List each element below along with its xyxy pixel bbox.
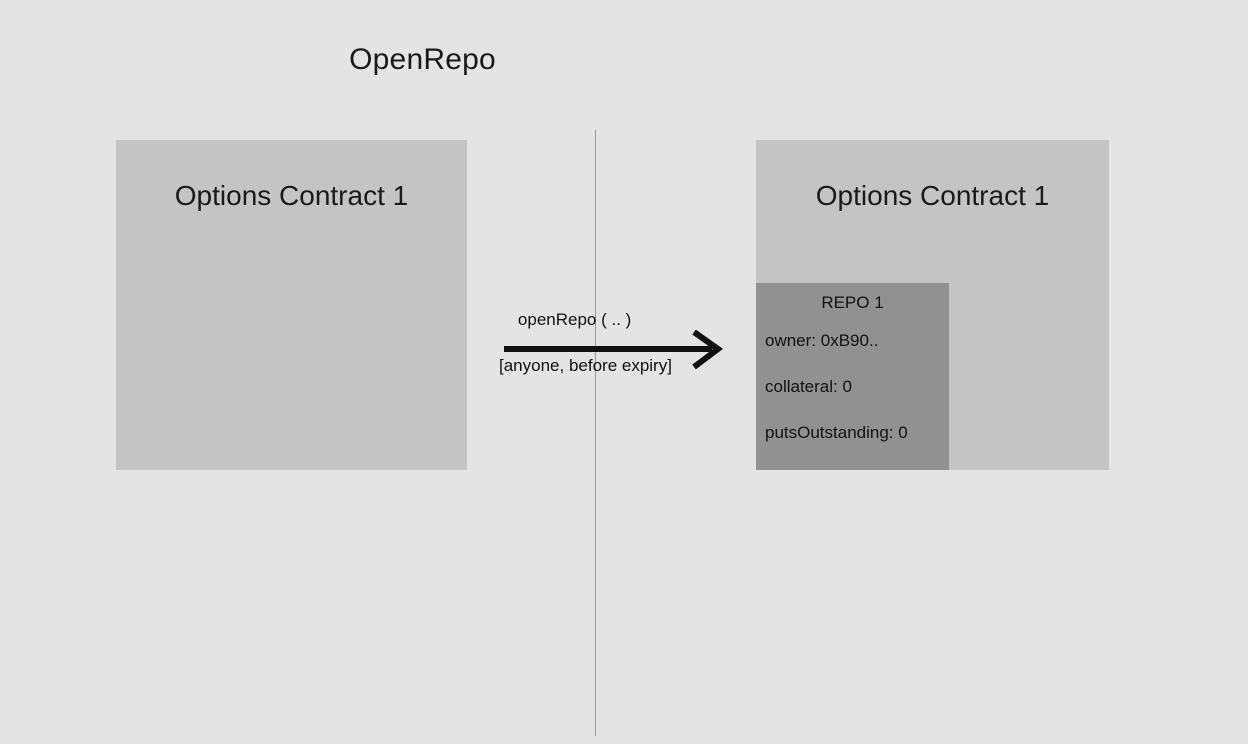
transition-label: openRepo ( .. ) [anyone, before expiry]	[499, 285, 672, 423]
arrow-right-icon	[504, 330, 724, 370]
options-contract-title-before: Options Contract 1	[174, 180, 409, 211]
transition-permission-label: [anyone, before expiry]	[499, 356, 672, 375]
repo-field-collateral: collateral: 0	[765, 377, 852, 396]
options-contract-box-before: Options Contract 1	[116, 140, 467, 470]
transition-arrow	[498, 330, 728, 370]
repo-title: REPO 1	[821, 293, 884, 312]
transition-function-label: openRepo ( .. )	[517, 310, 632, 329]
page-title: OpenRepo	[349, 43, 496, 76]
repo-box: REPO 1 owner: 0xB90.. collateral: 0 puts…	[756, 283, 949, 470]
repo-field-puts-outstanding: putsOutstanding: 0	[765, 423, 908, 442]
options-contract-title-after: Options Contract 1	[815, 180, 1050, 211]
vertical-divider	[595, 130, 596, 736]
repo-field-owner: owner: 0xB90..	[765, 331, 879, 350]
